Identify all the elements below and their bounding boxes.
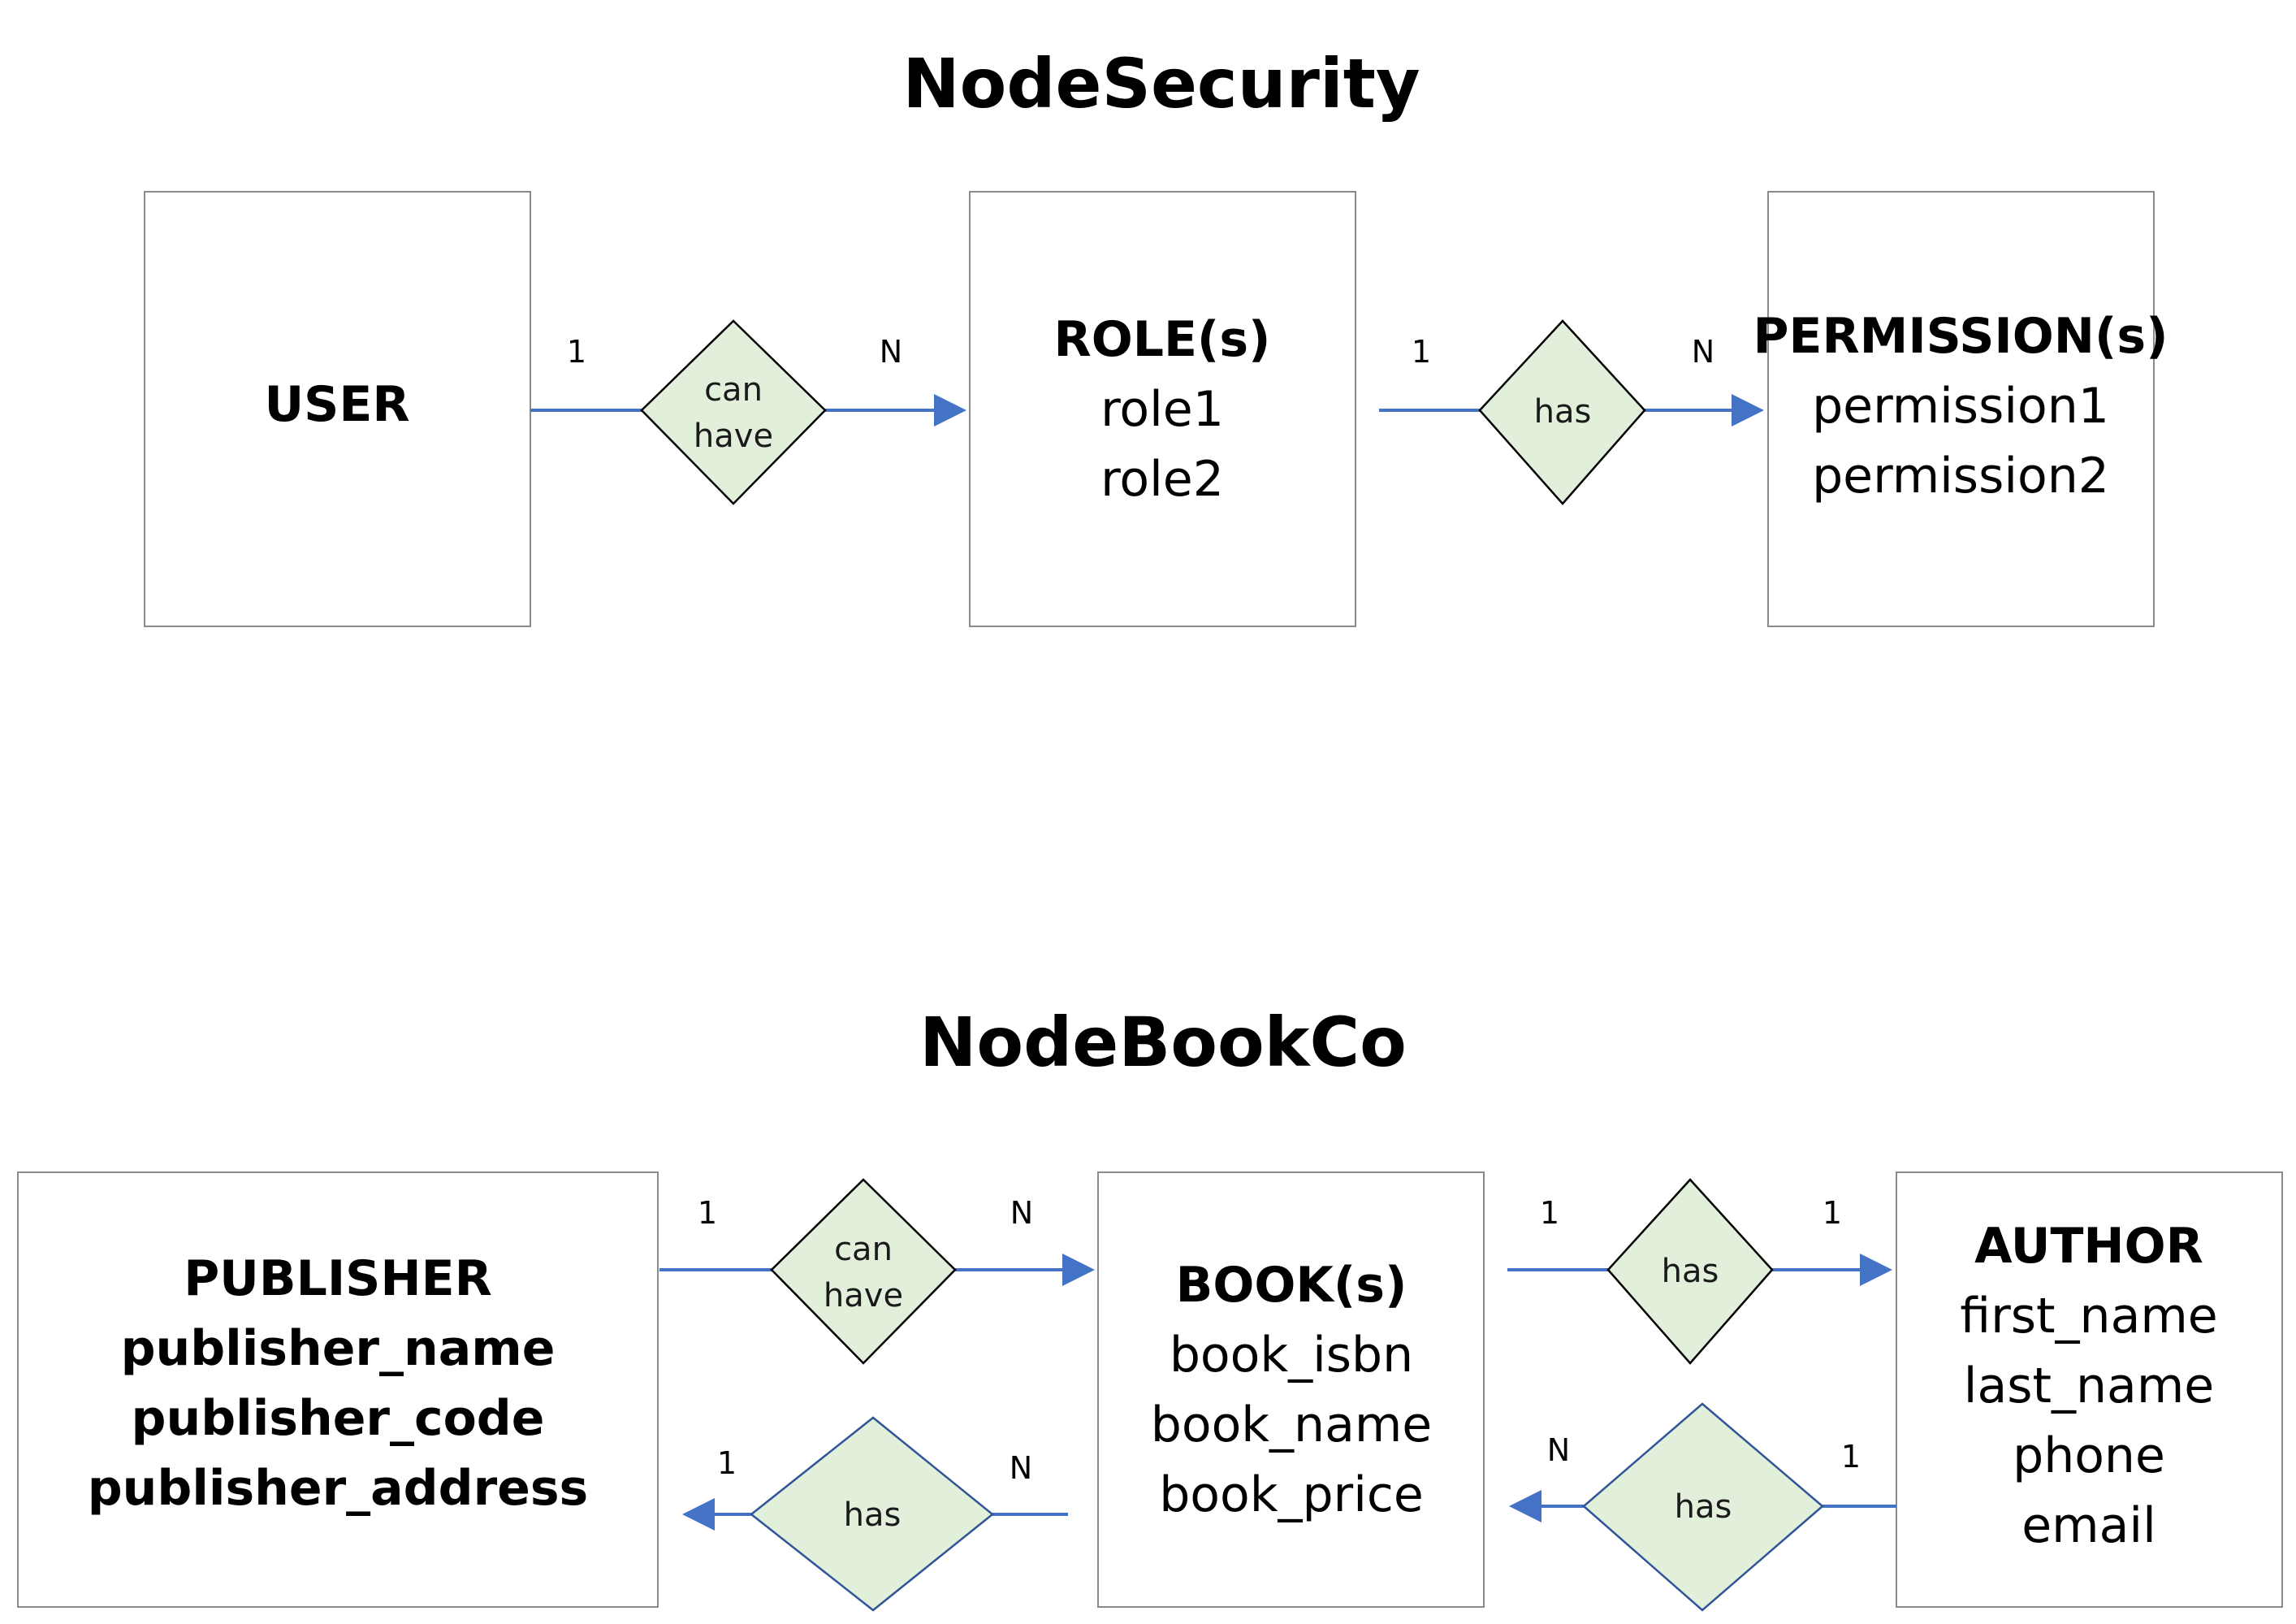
relationship-label: has <box>844 1496 902 1534</box>
relationship-label: has <box>1662 1253 1719 1290</box>
entity-permissions[interactable]: PERMISSION(s) permission1 permission2 <box>1753 191 2168 627</box>
entity-title: ROLE(s) <box>1054 311 1271 368</box>
entity-title: PUBLISHER <box>184 1250 492 1307</box>
entity-title: BOOK(s) <box>1176 1257 1407 1314</box>
entity-attribute: role2 <box>1100 451 1224 508</box>
entity-attribute: publisher_code <box>132 1390 545 1447</box>
cardinality-label: N <box>1010 1450 1032 1486</box>
diagram-title-nodesecurity: NodeSecurity <box>902 44 1420 123</box>
entity-attribute: permission1 <box>1812 378 2109 435</box>
cardinality-label: N <box>1010 1195 1033 1231</box>
entity-attribute: phone <box>2013 1427 2165 1484</box>
cardinality-label: N <box>880 334 902 370</box>
entity-attribute: last_name <box>1964 1358 2214 1414</box>
relationship-has-author-book[interactable]: has 1 N <box>1509 1402 1896 1612</box>
relationship-label: has <box>1675 1488 1732 1526</box>
diagram-title-nodebookco: NodeBookCo <box>919 1003 1407 1082</box>
entity-title: AUTHOR <box>1974 1218 2203 1275</box>
relationship-diamond <box>749 1416 994 1612</box>
relationship-label: can <box>834 1231 893 1268</box>
cardinality-label: 1 <box>717 1445 737 1481</box>
cardinality-label: 1 <box>1823 1195 1842 1231</box>
entity-attribute: book_price <box>1159 1466 1424 1523</box>
relationship-label: has <box>1534 393 1592 431</box>
entity-attribute: first_name <box>1960 1288 2217 1345</box>
relationship-diamond <box>770 1178 957 1365</box>
cardinality-label: N <box>1547 1432 1570 1468</box>
relationship-diamond <box>640 319 827 505</box>
entity-roles[interactable]: ROLE(s) role1 role2 <box>969 191 1356 627</box>
relationship-has-role-permission[interactable]: has 1 N <box>1379 319 1764 505</box>
entity-title: USER <box>264 376 409 433</box>
entity-attribute: publisher_address <box>88 1460 589 1517</box>
entity-author[interactable]: AUTHOR first_name last_name phone email <box>1896 1171 2283 1608</box>
entity-attribute: book_name <box>1151 1397 1432 1453</box>
relationship-has-book-publisher[interactable]: has N 1 <box>682 1416 1068 1612</box>
relationship-label: can <box>704 371 763 409</box>
entity-books[interactable]: BOOK(s) book_isbn book_name book_price <box>1097 1171 1485 1608</box>
relationship-diamond <box>1606 1178 1774 1365</box>
entity-attribute: email <box>2021 1497 2155 1554</box>
relationship-diamond <box>1478 319 1646 505</box>
entity-attribute: permission2 <box>1812 448 2109 505</box>
entity-title: PERMISSION(s) <box>1753 308 2168 365</box>
cardinality-label: 1 <box>1412 334 1431 370</box>
relationship-diamond <box>1582 1402 1824 1612</box>
entity-attribute: role1 <box>1100 381 1224 438</box>
relationship-has-book-author[interactable]: has 1 1 <box>1507 1178 1892 1365</box>
relationship-can-have-publisher-book[interactable]: can have 1 N <box>659 1178 1095 1365</box>
cardinality-label: 1 <box>1540 1195 1559 1231</box>
relationship-can-have-user-role[interactable]: can have 1 N <box>530 319 966 505</box>
relationship-label: have <box>694 418 773 455</box>
relationship-label: have <box>824 1277 903 1314</box>
cardinality-label: 1 <box>1841 1439 1861 1475</box>
cardinality-label: 1 <box>567 334 586 370</box>
entity-publisher[interactable]: PUBLISHER publisher_name publisher_code … <box>17 1171 659 1608</box>
entity-attribute: book_isbn <box>1170 1327 1413 1384</box>
cardinality-label: 1 <box>698 1195 717 1231</box>
entity-user[interactable]: USER <box>144 191 531 627</box>
entity-attribute: publisher_name <box>121 1320 556 1377</box>
cardinality-label: N <box>1692 334 1714 370</box>
